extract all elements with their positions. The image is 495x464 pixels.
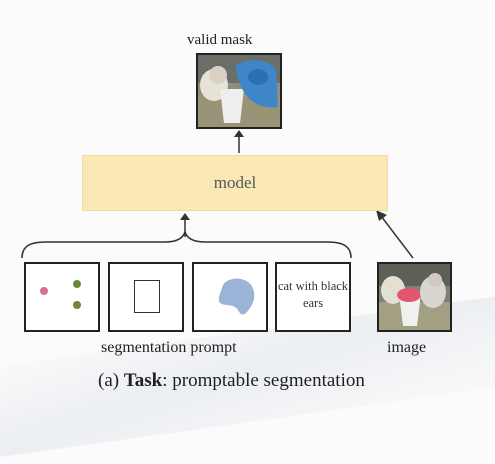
- model-label: model: [213, 173, 257, 192]
- input-image: [377, 262, 452, 332]
- model-box: model: [82, 155, 388, 211]
- caption-bold: Task: [123, 370, 163, 391]
- arrowhead-mask: [234, 130, 244, 137]
- prompt-brace: [21, 229, 352, 259]
- valid-mask-image: [196, 53, 282, 129]
- point-red: [40, 287, 48, 295]
- image-label: image: [387, 339, 427, 356]
- output-label: valid mask: [187, 32, 253, 48]
- point-green-bottom: [73, 301, 81, 309]
- prompt-points-box: [24, 262, 100, 332]
- prompt-text: cat with black ears: [277, 279, 349, 310]
- mask-blob-shape: [218, 278, 255, 315]
- prompt-box-box: [108, 262, 184, 332]
- point-green-top: [73, 280, 81, 288]
- arrow-image-to-model: [380, 215, 414, 259]
- connectors: [21, 130, 414, 259]
- prompt-mask-box: [192, 262, 268, 332]
- figure-caption: (a) Task: promptable segmentation: [98, 370, 365, 392]
- arrowhead-prompt: [180, 213, 190, 220]
- arrowhead-image: [376, 210, 387, 221]
- caption-rest: : promptable segmentation: [162, 370, 365, 391]
- prompt-text-box: cat with black ears: [275, 262, 351, 332]
- inputs-label: segmentation prompt: [101, 339, 237, 356]
- caption-prefix: (a): [98, 370, 124, 391]
- bounding-box-shape: [134, 280, 160, 313]
